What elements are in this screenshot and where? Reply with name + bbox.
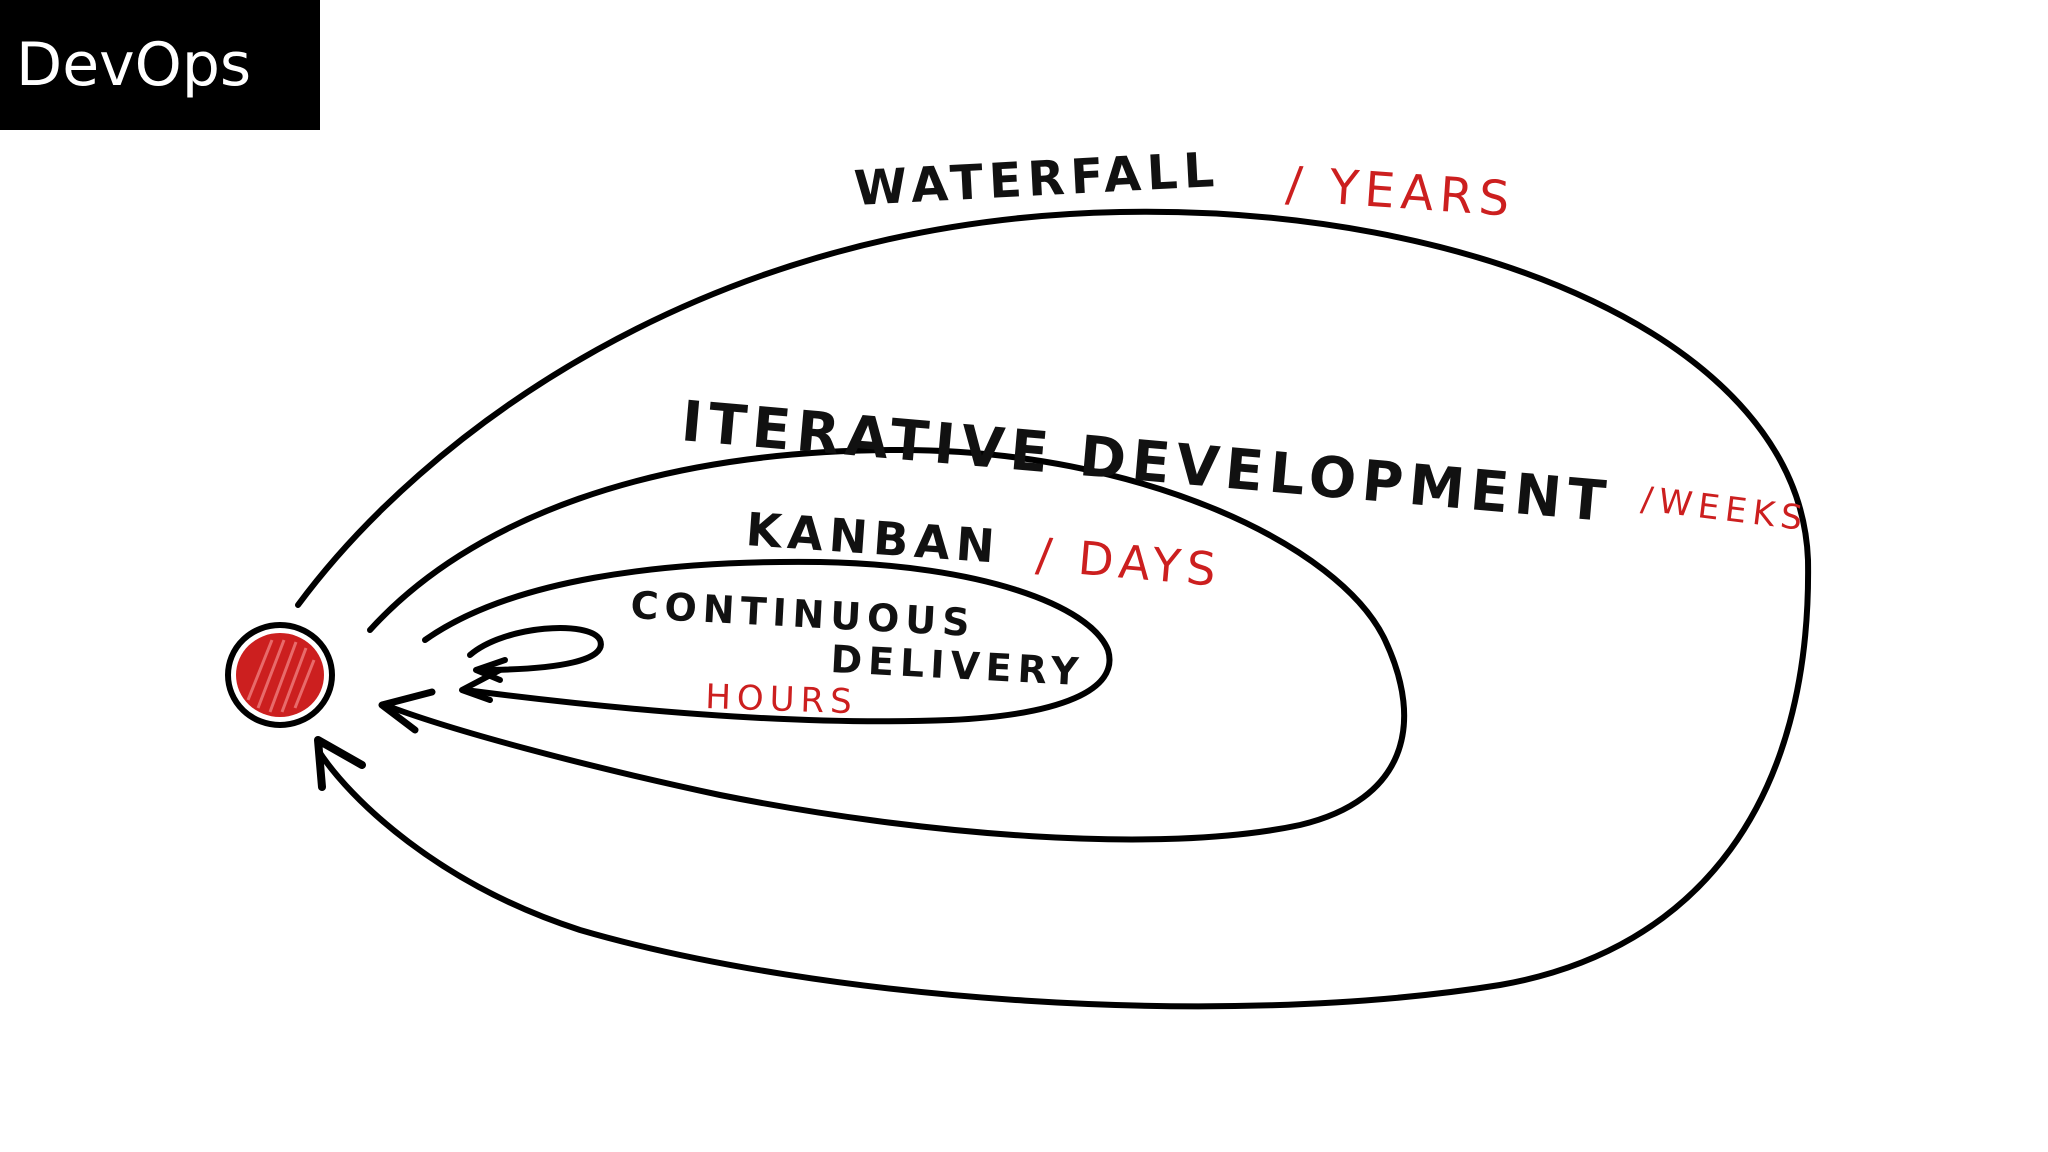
iterative-development-loop: [367, 447, 1408, 843]
kanban-period-label: / DAYS: [1034, 527, 1224, 597]
continuous-delivery-period-label: HOURS: [705, 677, 859, 722]
slide-title: DevOps: [0, 0, 320, 130]
iterative-development-period-label: /WEEKS: [1639, 479, 1811, 539]
continuous-delivery-label-line1: CONTINUOUS: [630, 583, 977, 645]
continuous-delivery-label-line2: DELIVERY: [830, 637, 1086, 694]
origin-dot: [225, 622, 335, 728]
waterfall-loop: [295, 208, 1812, 1010]
iterative-arrowhead-icon: [378, 688, 436, 734]
continuous-delivery-loop: [467, 625, 604, 673]
waterfall-label: WATERFALL: [853, 142, 1222, 217]
kanban-loop: [422, 558, 1113, 725]
waterfall-period-label: / YEARS: [1284, 156, 1517, 228]
waterfall-arrowhead-icon: [314, 736, 366, 791]
continuous-delivery-arrowhead-icon: [473, 657, 508, 683]
